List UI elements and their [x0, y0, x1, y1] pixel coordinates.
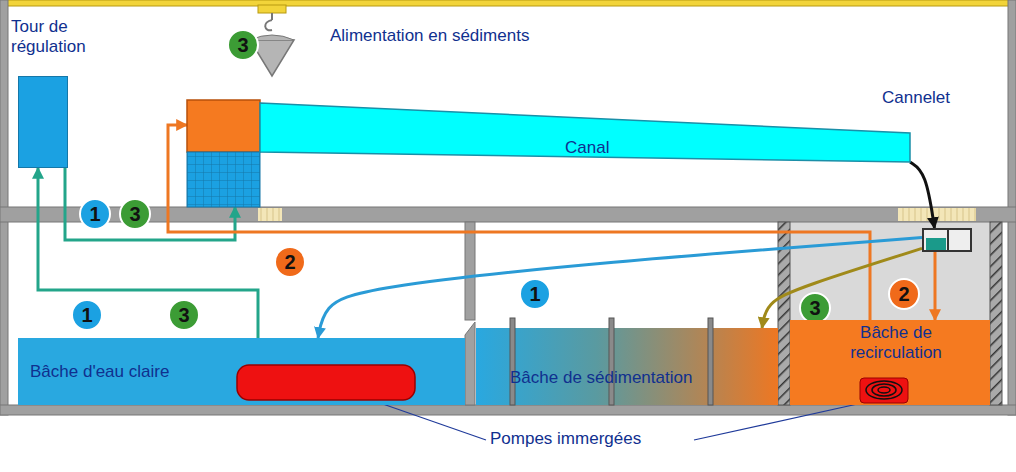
recirculation-tank-part	[878, 387, 890, 393]
recirculation-tank-part	[866, 381, 902, 399]
callout-number: 1	[521, 280, 549, 308]
leader-line	[694, 403, 862, 440]
callout-number: 1	[73, 301, 101, 329]
hatched-wall	[990, 222, 1002, 405]
channel-part	[187, 100, 260, 152]
clear-water-tank-part	[237, 365, 415, 400]
channel-part	[260, 103, 910, 162]
outlet-box-part	[947, 230, 949, 252]
floor-slab	[0, 207, 1016, 222]
callout-circle	[80, 199, 110, 229]
recirculation-tank-label: Bâche de recirculation	[826, 323, 966, 364]
callout-number: 3	[229, 31, 257, 59]
callout-circle	[228, 30, 258, 60]
callout-number: 2	[276, 248, 304, 276]
sedimentation-tank-part	[609, 318, 614, 405]
callout-circle	[72, 300, 102, 330]
crane-hook	[265, 13, 272, 30]
callout-circle	[800, 293, 830, 323]
callout-circle	[889, 279, 919, 309]
callout-number: 3	[121, 200, 149, 228]
crane-rail	[0, 0, 1016, 6]
clear-water-tank-label: Bâche d'eau claire	[30, 362, 169, 382]
regulation-tower-label: Tour de régulation	[11, 17, 111, 58]
flow-pipe	[910, 162, 935, 228]
sedimentation-tank: Bâche de sédimentation	[476, 328, 778, 405]
callout-number: 3	[170, 301, 198, 329]
recirculation-tank: Bâche de recirculation	[790, 320, 990, 405]
callout-number: 1	[81, 200, 109, 228]
flow-pipe	[762, 248, 922, 328]
callout-number: 3	[801, 294, 829, 322]
slab-opening	[258, 208, 282, 221]
sedimentation-tank-part	[510, 318, 515, 405]
channel: Canal	[187, 100, 910, 207]
slab-opening	[898, 208, 976, 221]
flow-pipe	[934, 252, 937, 320]
regulation-tower: Tour de régulation	[18, 76, 68, 168]
callout-circles	[72, 30, 919, 330]
channel-label: Canal	[565, 138, 609, 158]
outlet-box-part	[926, 238, 946, 250]
recirculation-tank-part	[860, 378, 908, 403]
callout-circle	[275, 247, 305, 277]
callout-circle	[120, 199, 150, 229]
recirculation-tank-part	[872, 384, 896, 396]
channel-shape	[187, 100, 910, 207]
callout-number: 2	[890, 280, 918, 308]
outlet-box: Cannelet	[922, 228, 972, 252]
pump-label: Pompes immergées	[490, 429, 641, 449]
callout-circle	[520, 279, 550, 309]
leader-line	[380, 403, 486, 440]
feed-label: Alimentation en sédiments	[330, 26, 529, 46]
callout-circle	[169, 300, 199, 330]
divider-wall	[465, 322, 475, 405]
sedimentation-tank-shape	[476, 328, 778, 405]
basement-ground	[790, 222, 990, 405]
sedimentation-tank-part	[708, 318, 713, 405]
floor	[0, 405, 1016, 415]
sedimentation-tank-label: Bâche de sédimentation	[510, 368, 692, 388]
outlet-box-label: Cannelet	[882, 88, 950, 108]
channel-part	[187, 152, 260, 207]
outlet-box-shape	[924, 230, 970, 250]
crane-trolley	[258, 5, 286, 13]
divider-wall	[465, 222, 475, 320]
clear-water-tank: Bâche d'eau claire	[18, 338, 465, 405]
